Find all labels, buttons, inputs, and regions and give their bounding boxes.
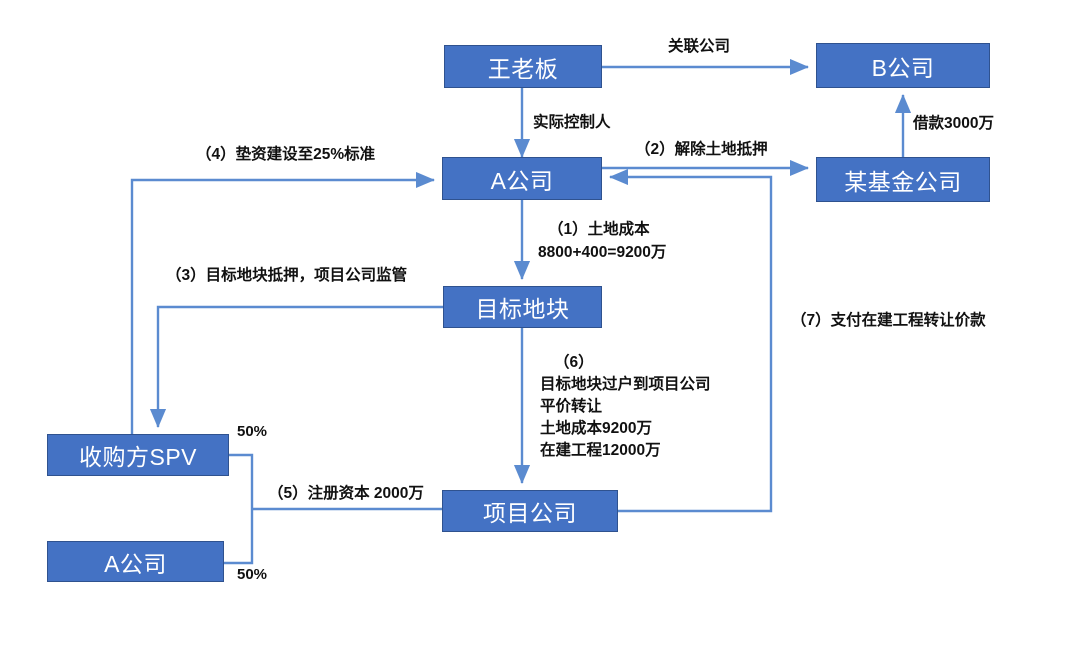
node-a-company-top[interactable]: A公司 (442, 157, 602, 200)
edge-label-actual-controller: 实际控制人 (533, 114, 611, 131)
node-label: A公司 (104, 550, 167, 577)
node-label: A公司 (490, 167, 554, 194)
ownership-pct-spv: 50% (237, 423, 268, 440)
node-project-company[interactable]: 项目公司 (442, 490, 618, 532)
node-wang-laoban[interactable]: 王老板 (444, 45, 602, 88)
edge-label-related-company: 关联公司 (668, 38, 731, 55)
node-a-company-bottom[interactable]: A公司 (47, 541, 224, 582)
edge-label-step5: （5）注册资本 2000万 (268, 485, 424, 502)
node-b-company[interactable]: B公司 (816, 43, 990, 88)
node-label: 王老板 (487, 55, 559, 82)
ownership-pct-a-company: 50% (237, 566, 268, 583)
node-fund-company[interactable]: 某基金公司 (816, 157, 990, 202)
edge-label-step6-block: （6） 目标地块过户到项目公司 平价转让 土地成本9200万 在建工程12000… (540, 352, 711, 462)
edge-label-step1-line2: 8800+400=9200万 (538, 244, 667, 261)
edge-label-step2: （2）解除土地抵押 (635, 141, 768, 158)
edge-spv-to-acompany-funding (130, 171, 435, 434)
edge-label-step1-line1: （1）土地成本 (548, 221, 650, 238)
edge-label-step7: （7）支付在建工程转让价款 (791, 312, 986, 329)
step6-line4: 土地成本9200万 (540, 420, 652, 437)
edge-label-step4: （4）垫资建设至25%标准 (196, 146, 376, 163)
node-label: 项目公司 (483, 500, 577, 526)
step6-line5: 在建工程12000万 (540, 442, 661, 459)
node-label: 目标地块 (475, 296, 570, 322)
step6-line3: 平价转让 (540, 398, 603, 415)
node-label: B公司 (871, 54, 935, 81)
node-acquirer-spv[interactable]: 收购方SPV (47, 434, 229, 476)
edge-land-to-spv-mortgage (149, 305, 443, 428)
node-label: 收购方SPV (78, 444, 198, 470)
step6-line1: （6） (554, 354, 594, 371)
step6-line2: 目标地块过户到项目公司 (540, 376, 711, 393)
node-label: 某基金公司 (844, 168, 962, 195)
node-target-land[interactable]: 目标地块 (443, 286, 602, 328)
edge-label-step3: （3）目标地块抵押，项目公司监管 (166, 267, 408, 284)
edge-label-loan-3000: 借款3000万 (913, 115, 994, 132)
